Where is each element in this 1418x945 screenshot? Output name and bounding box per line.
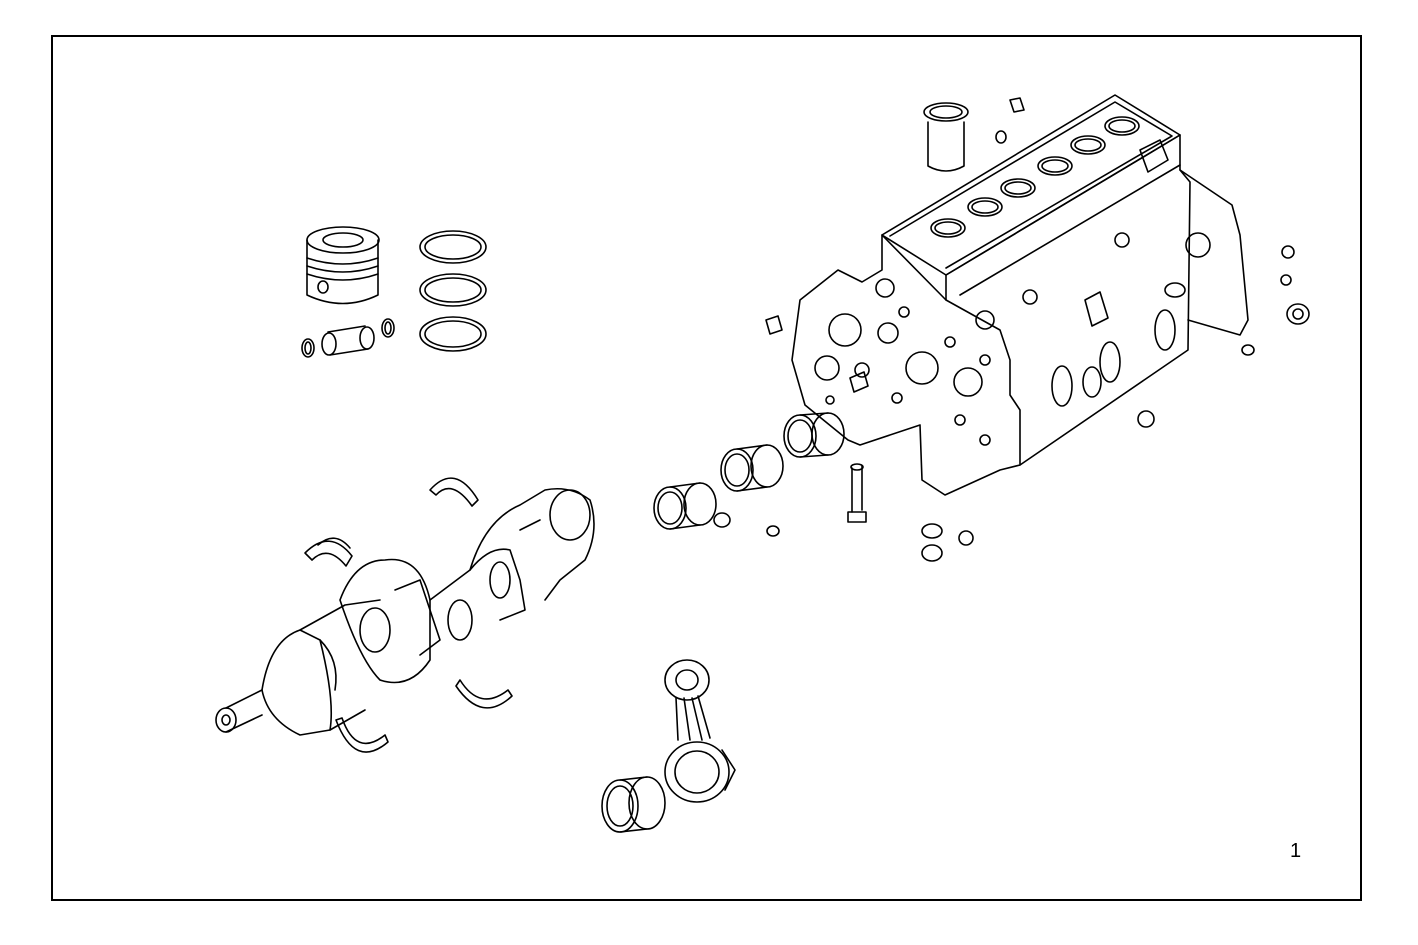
cylinder-liner — [924, 103, 968, 171]
crankshaft — [216, 489, 594, 735]
engine-block — [792, 95, 1248, 495]
camshaft-bushings — [654, 413, 844, 529]
circlips — [302, 319, 394, 357]
piston — [307, 227, 379, 304]
bolt — [848, 464, 866, 522]
figure-number: 1 — [1290, 840, 1302, 862]
piston-pin — [322, 326, 374, 355]
piston-rings — [420, 231, 486, 351]
connecting-rod-bushing — [602, 777, 665, 832]
main-bearing-shells — [305, 478, 512, 752]
figure-frame — [51, 35, 1362, 901]
connecting-rod — [665, 660, 735, 802]
dowels — [714, 513, 779, 536]
plugs-and-nuts — [766, 98, 1309, 561]
